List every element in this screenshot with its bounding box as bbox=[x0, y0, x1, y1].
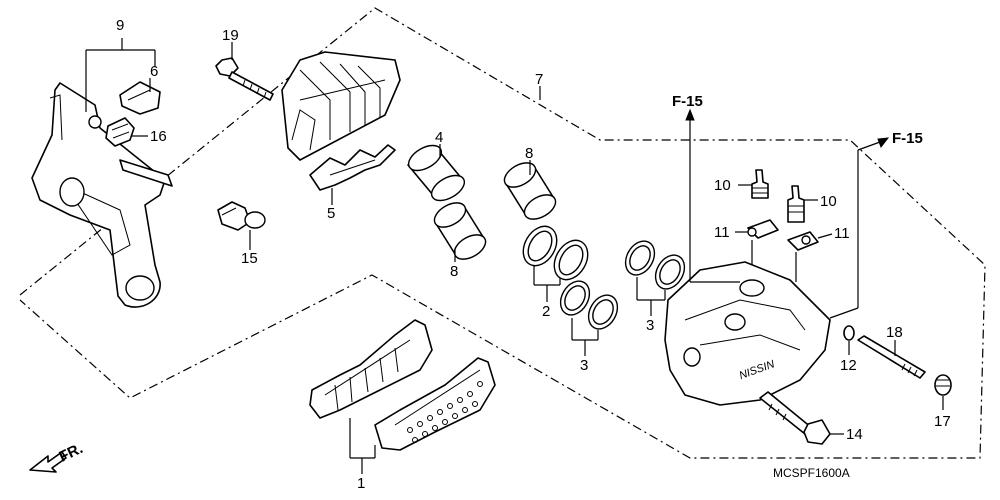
pin-plug bbox=[934, 374, 952, 396]
callout-11-left: 11 bbox=[714, 224, 730, 241]
callout-6: 6 bbox=[150, 63, 158, 80]
callout-10-left: 10 bbox=[714, 177, 731, 194]
piston-small-upper bbox=[503, 162, 557, 220]
callout-5: 5 bbox=[327, 205, 335, 222]
callout-8-upper: 8 bbox=[525, 145, 533, 162]
brake-pad-upper bbox=[309, 319, 433, 419]
callout-2: 2 bbox=[542, 303, 550, 320]
brake-pad-lower bbox=[374, 357, 496, 451]
callout-11-right: 11 bbox=[834, 225, 850, 242]
reference-f15-right: F-15 bbox=[892, 130, 923, 147]
callout-8-lower: 8 bbox=[450, 263, 458, 280]
pad-spring bbox=[309, 144, 396, 191]
caliper-bracket bbox=[31, 82, 173, 308]
pad-pin-bolt bbox=[215, 57, 274, 101]
pin-boot bbox=[105, 117, 135, 147]
slide-pin bbox=[217, 201, 266, 231]
bleeder-cap-left bbox=[747, 219, 779, 239]
piston-seals bbox=[522, 225, 686, 330]
caliper-mounting-bolt bbox=[759, 391, 831, 445]
reference-f15-upper: F-15 bbox=[672, 93, 703, 110]
callout-10-right: 10 bbox=[820, 193, 837, 210]
reference-arrow-up bbox=[685, 108, 695, 121]
bleeder-valve-left bbox=[751, 169, 769, 199]
caliper-pin-bolt bbox=[857, 335, 926, 379]
callout-19: 19 bbox=[222, 27, 239, 44]
front-direction-arrow bbox=[29, 451, 67, 473]
pin-cap-small bbox=[843, 325, 855, 341]
leader-lines bbox=[85, 38, 944, 474]
callout-1: 1 bbox=[357, 475, 365, 492]
bleeder-cap-right bbox=[787, 231, 819, 251]
callout-15: 15 bbox=[241, 250, 258, 267]
callout-9: 9 bbox=[116, 17, 124, 34]
callout-18: 18 bbox=[886, 324, 903, 341]
callout-3-lower: 3 bbox=[580, 357, 588, 374]
callout-16: 16 bbox=[150, 128, 167, 145]
callout-4: 4 bbox=[435, 129, 443, 146]
front-direction-label: FR. bbox=[57, 440, 86, 466]
callout-3-right: 3 bbox=[646, 317, 654, 334]
callout-17: 17 bbox=[934, 413, 951, 430]
pad-spring-clip bbox=[119, 81, 161, 115]
caliper-cover bbox=[281, 51, 401, 161]
callout-7: 7 bbox=[535, 71, 543, 88]
bleeder-valve-right bbox=[787, 185, 805, 223]
callout-14: 14 bbox=[846, 426, 863, 443]
piston-large bbox=[407, 144, 466, 202]
caliper-body: NISSIN bbox=[664, 261, 831, 406]
diagram-code: MCSPF1600A bbox=[773, 466, 850, 480]
callout-12: 12 bbox=[840, 357, 857, 374]
piston-small-lower bbox=[433, 202, 487, 260]
reference-arrow-right bbox=[877, 137, 890, 149]
